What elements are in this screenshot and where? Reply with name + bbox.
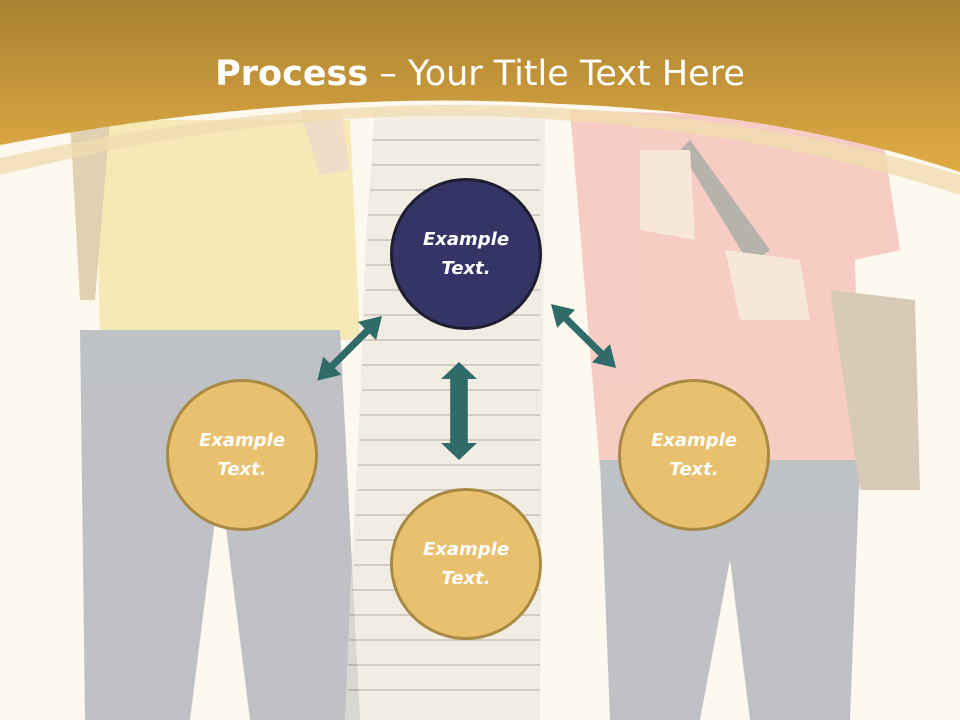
right-student-figure xyxy=(570,110,920,720)
double-arrow-icon xyxy=(441,362,477,460)
process-node-bottom: Example Text. xyxy=(390,488,542,640)
double-arrow-icon xyxy=(317,316,382,381)
title-bold: Process xyxy=(215,54,369,94)
double-arrow-icon xyxy=(551,304,616,368)
process-node-top: Example Text. xyxy=(390,178,542,330)
header-band xyxy=(0,0,960,195)
process-node-right: Example Text. xyxy=(618,379,770,531)
page-title: Process – Your Title Text Here xyxy=(0,52,960,96)
title-rest: – Your Title Text Here xyxy=(368,54,745,94)
process-node-left: Example Text. xyxy=(166,379,318,531)
